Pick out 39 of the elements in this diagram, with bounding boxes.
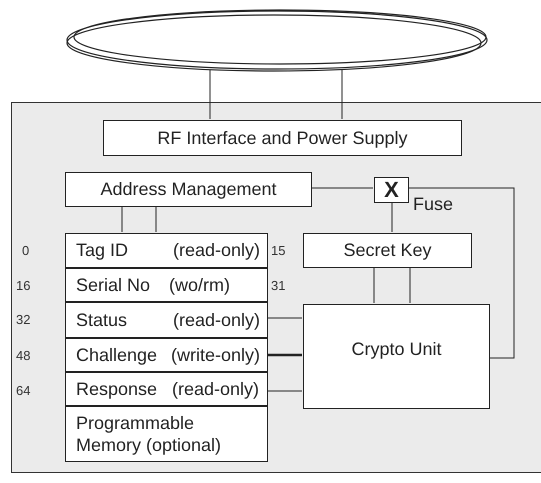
register-name: Tag ID bbox=[76, 240, 128, 261]
bit-offset: 15 bbox=[271, 243, 286, 258]
box-label: Crypto Unit bbox=[351, 339, 442, 360]
memory-row bbox=[65, 302, 268, 338]
register-name: Challenge bbox=[76, 344, 158, 366]
memory-row bbox=[65, 233, 268, 268]
memory-row bbox=[65, 338, 268, 372]
access-mode: (write-only) bbox=[170, 344, 260, 366]
bit-offset: 16 bbox=[16, 278, 30, 293]
bit-offset: 64 bbox=[16, 383, 30, 398]
box-label: Address Management bbox=[100, 179, 277, 200]
connector-line bbox=[408, 188, 514, 358]
bit-offset: 32 bbox=[16, 312, 30, 327]
access-mode: (wo/rm) bbox=[169, 274, 230, 296]
memory-row bbox=[65, 268, 268, 302]
register-name: Response bbox=[76, 378, 158, 400]
register-name: Status bbox=[76, 310, 128, 330]
box-label: RF Interface and Power Supply bbox=[157, 128, 408, 148]
bit-offset: 0 bbox=[22, 243, 30, 258]
bit-offset: 48 bbox=[16, 348, 30, 363]
block-label: Programmable Memory (optional) bbox=[76, 412, 222, 456]
access-mode: (read-only) bbox=[172, 310, 260, 330]
process-box bbox=[65, 172, 312, 207]
access-mode: (read-only) bbox=[172, 378, 259, 400]
box-label: Secret Key bbox=[343, 240, 432, 261]
memory-row bbox=[65, 372, 268, 406]
memory-block bbox=[65, 406, 268, 462]
chip-panel bbox=[11, 102, 541, 473]
fuse-box bbox=[374, 177, 409, 203]
bit-offset: 31 bbox=[271, 278, 286, 293]
connector-line bbox=[266, 390, 302, 392]
register-name: Serial No bbox=[76, 274, 150, 296]
process-box bbox=[303, 233, 472, 268]
process-box bbox=[103, 120, 462, 156]
fuse-symbol: X bbox=[384, 178, 399, 202]
fuse-label: Fuse bbox=[413, 194, 454, 215]
crypto-unit-box bbox=[303, 304, 490, 409]
connector-line bbox=[267, 354, 302, 356]
access-mode: (read-only) bbox=[172, 240, 260, 261]
